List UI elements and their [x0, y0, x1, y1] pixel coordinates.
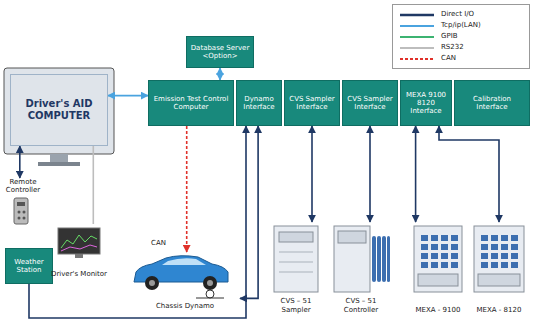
node-text: CVS – 51 Sampler — [269, 297, 323, 314]
node-text: Chassis Dynamo — [156, 302, 214, 310]
server-box: Database Server <Option> — [186, 36, 254, 68]
control-computer-box: Emission Test Control Computer — [148, 80, 234, 126]
mexa-analyzer: MEXA - 8120 — [470, 222, 528, 314]
connector — [369, 126, 371, 222]
node-text: MEXA 9100 8120 Interface — [403, 91, 449, 115]
connector — [19, 146, 21, 178]
connector — [311, 126, 313, 222]
connector — [108, 95, 148, 97]
node-text: Dynamo Interface — [239, 95, 279, 111]
node-text: CVS Sampler Interface — [287, 95, 337, 111]
connector — [439, 126, 499, 222]
node-text: CVS – 51 Controller — [331, 297, 391, 314]
car-illustration — [134, 256, 228, 298]
connector — [29, 126, 246, 318]
node-text: Calibration Interface — [457, 95, 527, 111]
connector — [240, 126, 258, 298]
legend-row: Direct I/O — [399, 9, 523, 20]
legend-row: Tcp/ip(LAN) — [399, 20, 523, 31]
connector — [219, 68, 221, 80]
node-text: CVS Sampler Interface — [345, 95, 395, 111]
driver-monitor — [58, 228, 100, 258]
legend-text: RS232 — [441, 44, 464, 51]
node-text: MEXA - 9100 — [416, 306, 461, 314]
node-text: MEXA - 8120 — [477, 306, 522, 314]
legend-line-sample — [399, 11, 435, 19]
cvs-sampler: CVS – 51 Sampler — [268, 222, 324, 314]
legend-text: GPIB — [441, 33, 458, 40]
computer-screen: Driver's AID COMPUTER — [10, 74, 108, 146]
bus-label: CAN — [150, 240, 167, 247]
interface-box: CVS Sampler Interface — [284, 80, 340, 126]
legend-line-sample — [399, 55, 435, 63]
legend-text: Tcp/ip(LAN) — [441, 22, 481, 29]
mexa-9100-cabinet — [414, 226, 462, 292]
connector — [415, 126, 417, 222]
node-text: Emission Test Control Computer — [151, 95, 231, 111]
legend-line-sample — [399, 33, 435, 41]
legend-line-sample — [399, 44, 435, 52]
node-text: Driver's AID COMPUTER — [15, 98, 103, 122]
mexa-analyzer: MEXA - 9100 — [410, 222, 466, 314]
chassis-dynamo: Chassis Dynamo — [130, 252, 240, 310]
interface-box: MEXA 9100 8120 Interface — [400, 80, 452, 126]
connector — [93, 146, 95, 224]
legend-row: RS232 — [399, 42, 523, 53]
node-text: Driver's Monitor — [51, 270, 107, 278]
interface-box: CVS Sampler Interface — [342, 80, 398, 126]
interface-box: Calibration Interface — [454, 80, 530, 126]
interface-box: Dynamo Interface — [236, 80, 282, 126]
cvs-controller: CVS – 51 Controller — [330, 222, 392, 314]
legend-text: CAN — [441, 55, 456, 62]
node-text: Database Server <Option> — [189, 44, 251, 60]
cvs-controller — [334, 226, 390, 292]
node-text: Weather Station — [8, 258, 50, 274]
remote-controller — [14, 198, 28, 224]
legend-row: CAN — [399, 53, 523, 64]
legend-line-sample — [399, 22, 435, 30]
weather-station-box: Weather Station — [5, 248, 53, 284]
legend: Direct I/O Tcp/ip(LAN) GPIB RS232CAN — [392, 4, 530, 69]
mexa-8120-cabinet — [474, 226, 524, 292]
connector — [186, 126, 188, 252]
legend-row: GPIB — [399, 31, 523, 42]
legend-text: Direct I/O — [441, 11, 474, 18]
remote-controller: Remote Controller — [0, 178, 46, 228]
cvs-sampler — [274, 226, 318, 292]
node-text: Remote Controller — [1, 178, 45, 195]
driver-monitor: Driver's Monitor — [50, 224, 108, 278]
